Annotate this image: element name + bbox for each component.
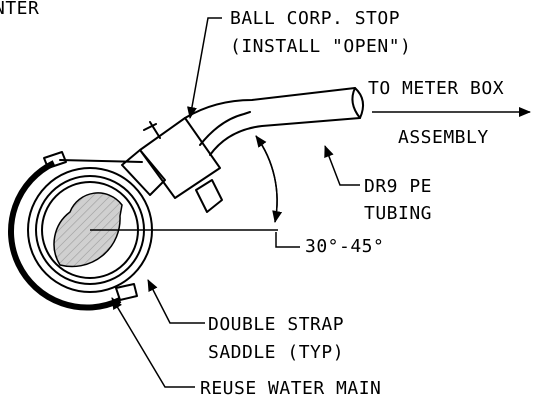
leader-angle — [275, 232, 300, 248]
label-tubing-line1: DR9 PE — [364, 176, 432, 197]
corp-stop-tick-2 — [143, 123, 157, 131]
leader-tubing — [324, 145, 360, 186]
leader-ball-stop — [187, 17, 222, 119]
strap-top-line — [59, 159, 143, 163]
leaders — [111, 17, 531, 388]
strap-bolt-top — [43, 151, 67, 169]
leader-saddle — [147, 279, 205, 324]
angle-arc-back — [255, 135, 278, 223]
angle-dimension — [90, 135, 283, 231]
label-to-meter-line2: ASSEMBLY — [398, 127, 489, 148]
label-saddle-line1: DOUBLE STRAP — [208, 314, 344, 335]
water-main-section — [7, 151, 153, 311]
label-angle: 30°-45° — [305, 236, 384, 257]
label-tubing-line2: TUBING — [364, 203, 432, 224]
pe-tubing-inner-line — [199, 111, 251, 146]
pe-tubing-lower — [209, 117, 361, 156]
pe-tubing-upper — [184, 87, 356, 119]
tubing-break-end — [351, 87, 365, 119]
angle-arc — [255, 135, 283, 223]
corp-stop-nub — [195, 179, 223, 213]
label-group: NTER BALL CORP. STOP (INSTALL "OPEN") TO… — [0, 0, 504, 399]
label-saddle-line2: SADDLE (TYP) — [208, 342, 344, 363]
label-top-left-fragment: NTER — [0, 0, 39, 19]
strap-bolt-bottom — [115, 283, 138, 301]
corp-stop-assembly — [121, 87, 365, 213]
label-to-meter-line1: TO METER BOX — [368, 78, 504, 99]
label-ball-stop-line1: BALL CORP. STOP — [230, 8, 400, 29]
saddle-boss — [121, 149, 166, 196]
corp-stop-tick — [149, 121, 161, 139]
label-ball-stop-line2: (INSTALL "OPEN") — [230, 36, 411, 57]
corp-stop-body — [139, 117, 221, 199]
strap-heavy-arc — [7, 160, 122, 311]
main-hatched-section — [53, 192, 123, 268]
label-main: REUSE WATER MAIN — [200, 378, 381, 399]
leader-main — [111, 297, 195, 388]
